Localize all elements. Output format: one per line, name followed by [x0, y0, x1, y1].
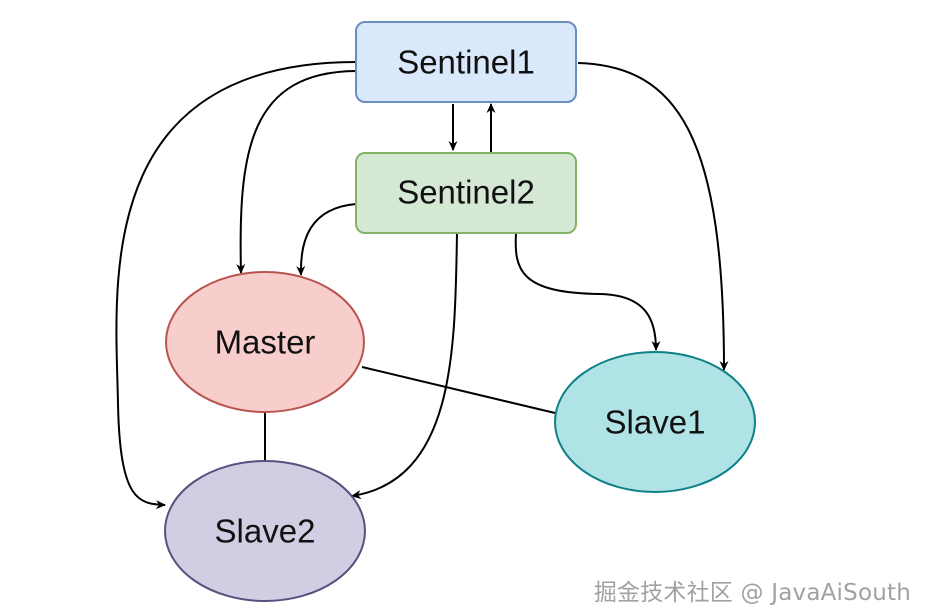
sentinel1-box — [355, 21, 577, 103]
node-slave2: Slave2 — [164, 460, 366, 602]
slave1-ellipse — [554, 351, 756, 493]
watermark-text: 掘金技术社区 @ JavaAiSouth — [593, 580, 911, 606]
edge-master-slave1 — [361, 366, 556, 414]
edge-sentinel1-to-master — [236, 70, 357, 274]
master-ellipse — [165, 271, 365, 413]
edge-sentinel1-to-slave1 — [577, 62, 729, 371]
slave2-ellipse — [164, 460, 366, 602]
node-slave1: Slave1 — [554, 351, 756, 493]
sentinel2-label: Sentinel2 — [397, 174, 535, 211]
edge-sentinel2-to-slave2 — [351, 232, 458, 500]
edge-sentinel1-to-slave2 — [115, 61, 357, 510]
node-master: Master — [165, 271, 365, 413]
node-sentinel2: Sentinel2 — [355, 152, 577, 234]
edges — [115, 61, 729, 510]
edge-sentinel2-to-slave1 — [514, 232, 661, 351]
sentinel2-box — [355, 152, 577, 234]
master-label: Master — [215, 324, 316, 361]
slave2-label: Slave2 — [215, 513, 316, 550]
node-sentinel1: Sentinel1 — [355, 21, 577, 103]
edge-sentinel2-to-master — [296, 203, 357, 276]
slave1-label: Slave1 — [605, 404, 706, 441]
sentinel1-label: Sentinel1 — [397, 44, 535, 81]
